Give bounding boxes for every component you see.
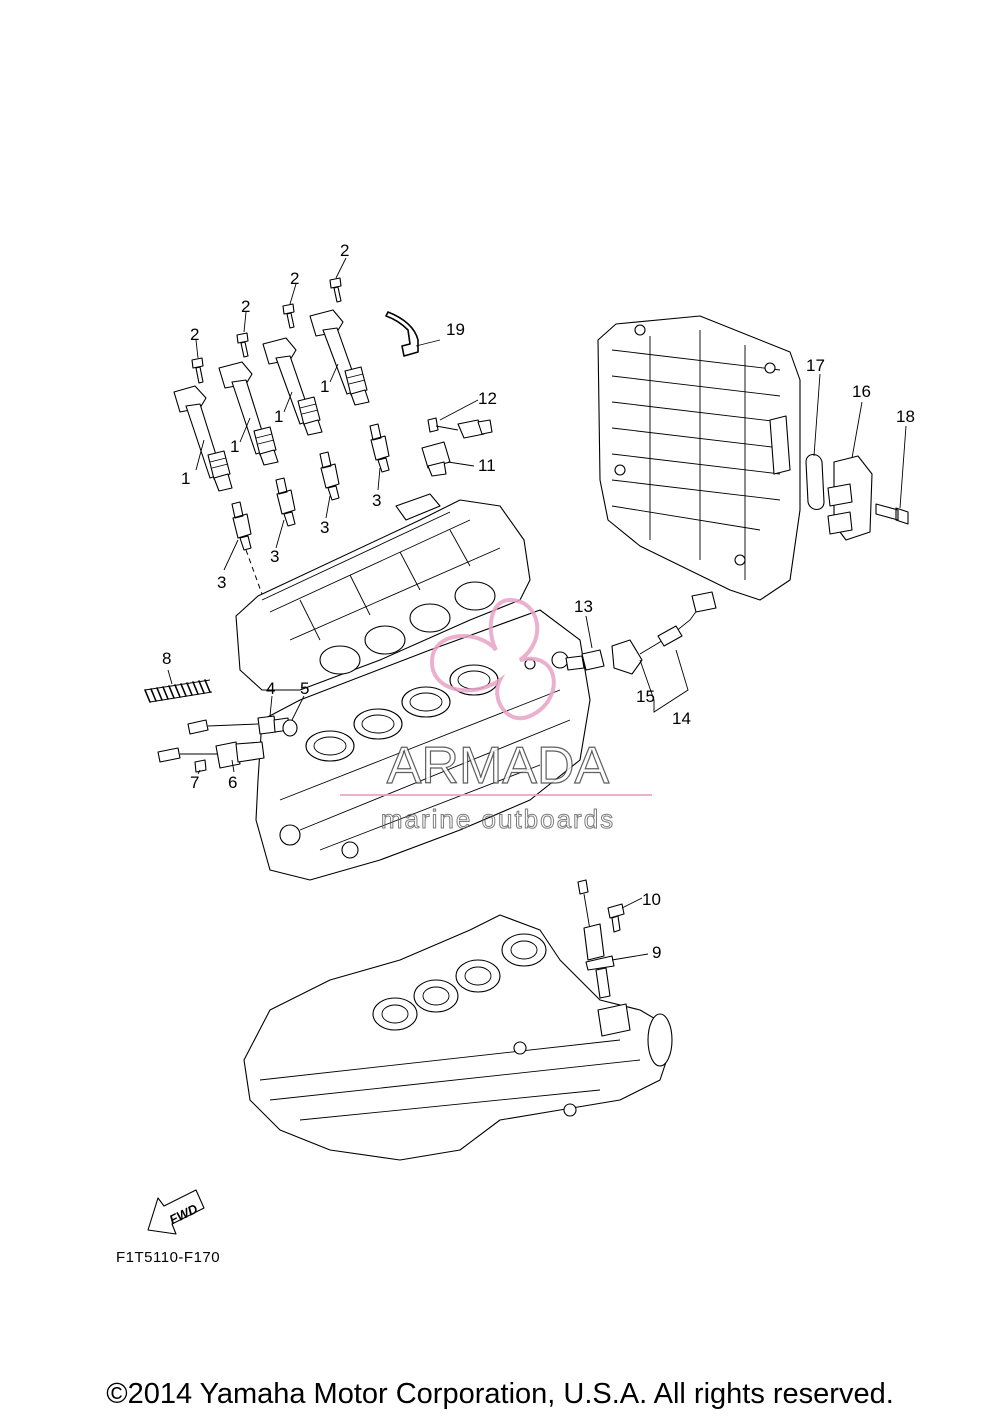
part-label-19: 19 <box>446 320 465 339</box>
spark-plugs <box>231 423 390 617</box>
sensor[interactable] <box>157 741 265 769</box>
leader-lines <box>167 257 907 961</box>
watermark-subtitle: marine outboards <box>381 804 615 834</box>
sensor-body[interactable] <box>421 441 451 477</box>
part-labels: 1 1 1 1 2 2 2 2 3 3 3 3 4 5 6 7 8 9 10 1… <box>162 241 915 962</box>
electrical-plate <box>597 315 801 601</box>
part-label-17: 17 <box>806 356 825 375</box>
part-label-1: 1 <box>181 469 190 488</box>
cylinder-block <box>255 609 591 881</box>
part-label-3: 3 <box>270 547 279 566</box>
watermark: ARMADA marine outboards <box>340 597 652 835</box>
copyright-notice: ©2014 Yamaha Motor Corporation, U.S.A. A… <box>106 1378 894 1410</box>
cable-band[interactable] <box>385 311 419 357</box>
figure-code: F1T5110-F170 <box>116 1249 220 1266</box>
ignition-coil[interactable] <box>309 309 370 406</box>
ignition-coils <box>173 309 370 492</box>
part-label-14: 14 <box>672 709 691 728</box>
part-label-10: 10 <box>642 890 661 909</box>
part-label-16: 16 <box>852 382 871 401</box>
part-label-18: 18 <box>896 407 915 426</box>
spring[interactable] <box>144 679 213 703</box>
fwd-arrow: FWD <box>147 1189 205 1235</box>
part-label-9: 9 <box>652 943 661 962</box>
spark-plug[interactable] <box>275 477 296 527</box>
part-label-2: 2 <box>241 297 250 316</box>
bolt[interactable] <box>607 903 625 933</box>
bolt[interactable] <box>875 503 909 525</box>
part-label-3: 3 <box>217 573 226 592</box>
part-label-12: 12 <box>478 389 497 408</box>
part-label-13: 13 <box>574 597 593 616</box>
bolt[interactable] <box>194 759 207 773</box>
watermark-title: ARMADA <box>387 737 610 795</box>
part-label-11: 11 <box>478 456 496 475</box>
relay[interactable] <box>827 455 873 541</box>
part-label-1: 1 <box>320 377 329 396</box>
bolt[interactable] <box>329 277 342 303</box>
cylinder-head-cover <box>235 493 531 691</box>
part-label-5: 5 <box>300 679 309 698</box>
bolt[interactable] <box>191 357 204 384</box>
part-label-6: 6 <box>228 773 237 792</box>
ignition-coil[interactable] <box>262 337 323 436</box>
o-ring[interactable] <box>805 453 825 511</box>
spark-plug[interactable] <box>231 501 252 551</box>
part-label-1: 1 <box>230 437 239 456</box>
ignition-coil[interactable] <box>218 361 279 466</box>
relay-parts <box>805 453 909 541</box>
part-label-4: 4 <box>266 679 275 698</box>
sensor[interactable] <box>187 715 290 735</box>
ignition-coil[interactable] <box>173 385 233 492</box>
intake-sensors <box>144 679 298 773</box>
bolt[interactable] <box>282 303 295 329</box>
part-label-8: 8 <box>162 649 171 668</box>
sensor-cap-harness[interactable] <box>611 591 717 675</box>
coil-bolts <box>191 277 342 384</box>
part-label-2: 2 <box>340 241 349 260</box>
manifold-sensor[interactable] <box>577 879 615 999</box>
part-label-2: 2 <box>190 325 199 344</box>
part-label-1: 1 <box>274 407 283 426</box>
part-label-3: 3 <box>372 491 381 510</box>
part-label-3: 3 <box>320 518 329 537</box>
part-label-15: 15 <box>636 687 655 706</box>
upper-sensors <box>421 417 717 675</box>
spark-plug[interactable] <box>319 451 340 501</box>
spark-plug[interactable] <box>369 423 390 473</box>
bolt[interactable] <box>236 332 249 358</box>
washer[interactable] <box>282 719 298 737</box>
temperature-sensor[interactable] <box>565 649 605 671</box>
sensor-harness[interactable] <box>427 417 493 439</box>
part-label-2: 2 <box>290 269 299 288</box>
part-label-7: 7 <box>190 773 199 792</box>
intake-manifold <box>243 914 673 1161</box>
